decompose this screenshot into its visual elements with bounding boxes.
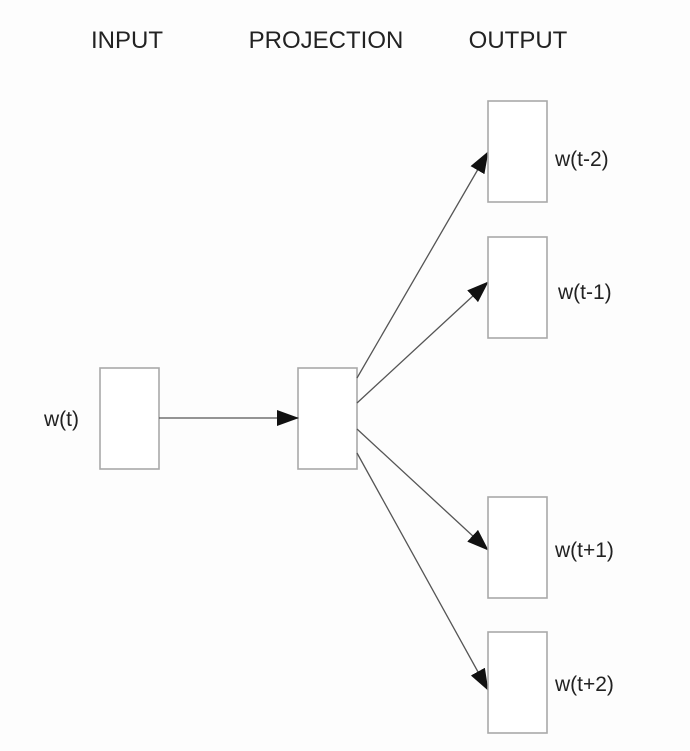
- projection-box: [297, 367, 358, 470]
- output-box-2: [487, 236, 548, 339]
- output-label-1: w(t-2): [554, 148, 609, 171]
- input-header: INPUT: [91, 27, 163, 54]
- arrow-to-output-3: [356, 428, 489, 551]
- output-label-2: w(t-1): [557, 281, 612, 304]
- output-box-1: [487, 100, 548, 203]
- output-label-3: w(t+1): [554, 539, 614, 562]
- arrow-to-output-4: [356, 452, 489, 691]
- input-label: w(t): [43, 408, 79, 431]
- arrow-to-output-1: [356, 151, 489, 379]
- output-label-4: w(t+2): [554, 673, 614, 696]
- input-box: [99, 367, 160, 470]
- arrow-to-output-2: [356, 281, 489, 404]
- output-box-3: [487, 496, 548, 599]
- projection-header: PROJECTION: [249, 27, 404, 54]
- output-header: OUTPUT: [469, 27, 568, 54]
- output-box-4: [487, 631, 548, 734]
